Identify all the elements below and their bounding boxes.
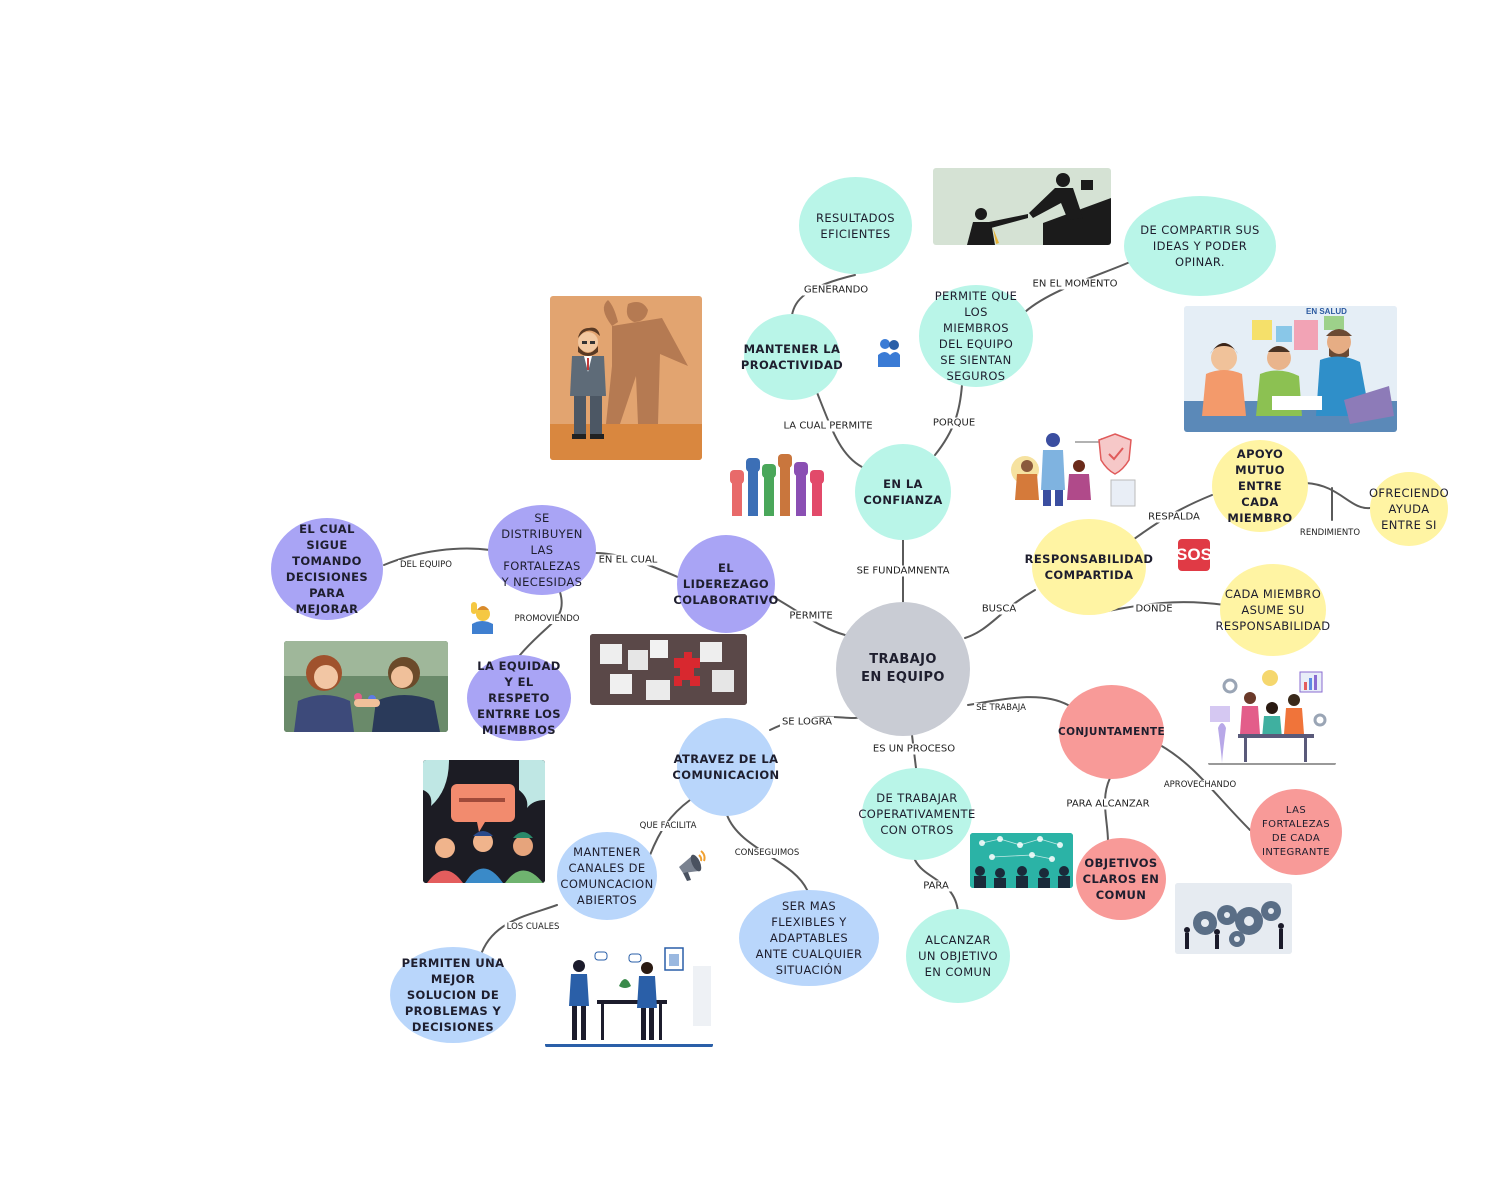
node-ofreciendo[interactable]: OFRECIENDO AYUDA ENTRE SI bbox=[1369, 472, 1449, 546]
node-proactividad[interactable]: MANTENER LA PROACTIVIDAD bbox=[741, 314, 843, 400]
node-decisiones[interactable]: EL CUAL SIGUE TOMANDO DECISIONES PARA ME… bbox=[271, 518, 383, 620]
node-liderazgo[interactable]: EL LIDEREZAGO COLABORATIVO bbox=[673, 535, 778, 633]
gears-image bbox=[1175, 883, 1292, 954]
label-donde: DONDE bbox=[1133, 603, 1175, 615]
label-se-fundamenta: SE FUNDAMNENTA bbox=[854, 565, 952, 577]
node-resultados[interactable]: RESULTADOS EFICIENTES bbox=[799, 177, 912, 274]
label-los-cuales: LOS CUALES bbox=[504, 922, 562, 932]
label-la-cual-permite: LA CUAL PERMITE bbox=[781, 420, 875, 432]
label-que-facilita: QUE FACILITA bbox=[637, 821, 699, 831]
network-people-image bbox=[970, 833, 1073, 888]
node-canales[interactable]: MANTENER CANALES DE COMUNCACION ABIERTOS bbox=[557, 832, 657, 920]
label-permite: PERMITE bbox=[787, 610, 835, 622]
superhero-shadow-image bbox=[550, 296, 702, 460]
node-fortalezas[interactable]: LAS FORTALEZAS DE CADA INTEGRANTE bbox=[1250, 789, 1342, 875]
node-compartir[interactable]: DE COMPARTIR SUS IDEAS Y PODER OPINAR. bbox=[1124, 196, 1276, 296]
label-para: PARA bbox=[921, 880, 951, 892]
node-distribuyen[interactable]: SE DISTRIBUYEN LAS FORTALEZAS Y NECESIDA… bbox=[488, 505, 596, 595]
node-objetivos[interactable]: OBJETIVOS CLAROS EN COMUN bbox=[1076, 838, 1166, 920]
raising-hand-icon bbox=[469, 602, 495, 634]
central-node[interactable]: TRABAJO EN EQUIPO bbox=[836, 602, 970, 736]
label-rendimiento: RENDIMIENTO bbox=[1297, 528, 1363, 538]
node-cooperativamente[interactable]: DE TRABAJAR COPERATIVAMENTE CON OTROS bbox=[858, 768, 975, 860]
node-seguros[interactable]: PERMITE QUE LOS MIEMBROS DEL EQUIPO SE S… bbox=[919, 285, 1033, 387]
label-se-trabaja: SE TRABAJA bbox=[974, 703, 1028, 713]
label-en-el-cual: EN EL CUAL bbox=[596, 554, 660, 566]
team-meeting-image: EN SALUD bbox=[1184, 306, 1397, 432]
label-conseguimos: CONSEGUIMOS bbox=[732, 848, 802, 858]
label-porque: PORQUE bbox=[930, 417, 978, 429]
hug-icon bbox=[876, 337, 902, 367]
node-conjuntamente[interactable]: CONJUNTAMENTE bbox=[1058, 685, 1165, 779]
node-equidad[interactable]: LA EQUIDAD Y EL RESPETO ENTRRE LOS MIEMB… bbox=[467, 655, 571, 741]
puzzle-image bbox=[590, 634, 747, 705]
node-comunicacion[interactable]: ATRAVEZ DE LA COMUNICACION bbox=[672, 718, 779, 816]
label-del-equipo: DEL EQUIPO bbox=[398, 560, 454, 570]
label-promoviendo: PROMOVIENDO bbox=[512, 614, 582, 624]
poster-caption: EN SALUD bbox=[1306, 307, 1347, 316]
label-generando: GENERANDO bbox=[801, 284, 871, 296]
node-flexibles[interactable]: SER MAS FLEXIBLES Y ADAPTABLES ANTE CUAL… bbox=[739, 890, 879, 986]
node-cada-miembro[interactable]: CADA MIEMBRO ASUME SU RESPONSABILIDAD bbox=[1216, 564, 1330, 656]
node-responsabilidad[interactable]: RESPONSABILIDAD COMPARTIDA bbox=[1025, 519, 1153, 615]
handshake-climb-image bbox=[933, 168, 1111, 245]
megaphone-icon bbox=[675, 847, 707, 881]
speech-bubbles-image bbox=[423, 760, 545, 883]
label-respalda: RESPALDA bbox=[1146, 511, 1202, 523]
raised-fists-image bbox=[728, 444, 830, 516]
node-confianza[interactable]: EN LA CONFIANZA bbox=[855, 444, 951, 540]
office-meeting-image bbox=[545, 946, 713, 1048]
node-apoyo[interactable]: APOYO MUTUO ENTRE CADA MIEMBRO bbox=[1212, 440, 1308, 532]
label-para-alcanzar: PARA ALCANZAR bbox=[1064, 798, 1152, 810]
label-se-logra: SE LOGRA bbox=[779, 716, 835, 728]
label-aprovechando: APROVECHANDO bbox=[1161, 780, 1239, 790]
label-busca: BUSCA bbox=[979, 603, 1019, 615]
sos-icon: SOS bbox=[1176, 539, 1212, 571]
security-team-image bbox=[1005, 430, 1143, 508]
teamwork-celebration-image bbox=[1208, 668, 1336, 766]
node-alcanzar[interactable]: ALCANZAR UN OBJETIVO EN COMUN bbox=[906, 909, 1010, 1003]
label-en-el-momento: EN EL MOMENTO bbox=[1030, 278, 1120, 290]
children-image bbox=[284, 641, 448, 732]
label-es-un-proceso: ES UN PROCESO bbox=[870, 743, 958, 755]
node-solucion[interactable]: PERMITEN UNA MEJOR SOLUCION DE PROBLEMAS… bbox=[390, 947, 516, 1043]
